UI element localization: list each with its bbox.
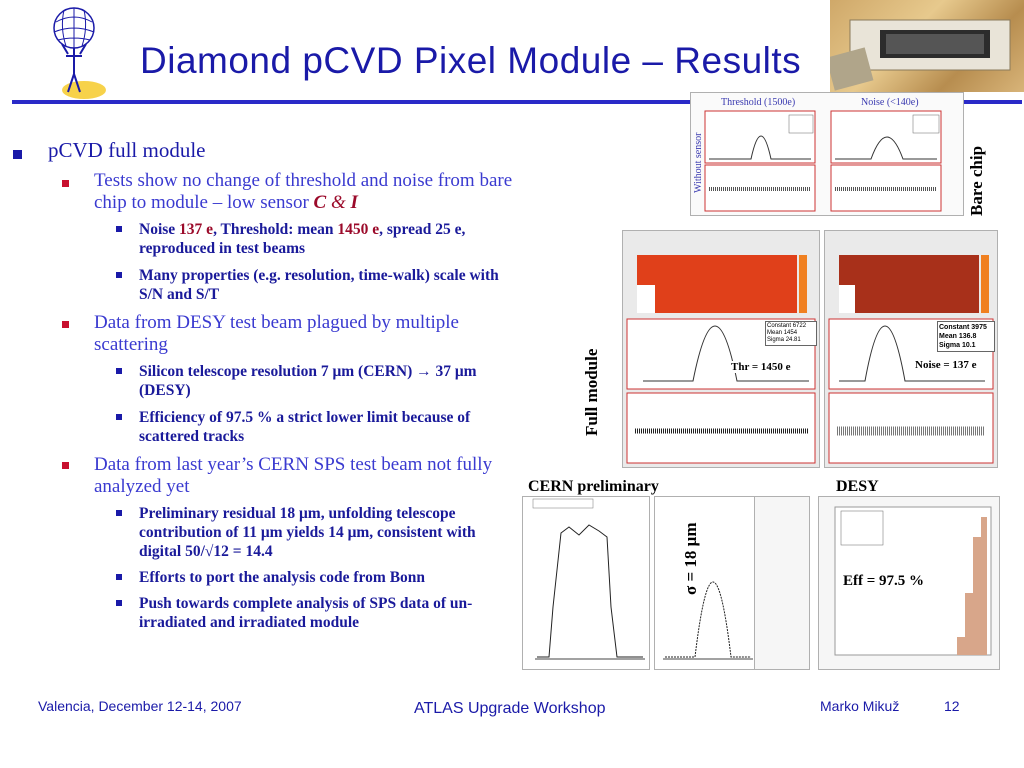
bullet-1-3-3: Push towards complete analysis of SPS da… bbox=[139, 595, 473, 631]
bare-threshold-title: Threshold (1500e) bbox=[721, 97, 796, 108]
bullet-marker bbox=[116, 272, 122, 278]
sigma-label: σ = 18 μm bbox=[681, 522, 700, 595]
bullet-marker bbox=[62, 321, 69, 328]
title-underline bbox=[12, 100, 1022, 104]
bullet-1-3-2: Efforts to port the analysis code from B… bbox=[139, 569, 426, 586]
bullet-1-1: Tests show no change of threshold and no… bbox=[94, 170, 513, 213]
desy-efficiency-plot: Eff = 97.5 % bbox=[818, 496, 1000, 670]
thr-label: Thr = 1450 e bbox=[729, 361, 793, 373]
bullet-1: pCVD full module bbox=[48, 138, 206, 162]
footer-workshop: ATLAS Upgrade Workshop bbox=[414, 700, 606, 717]
bullet-1-3: Data from last year’s CERN SPS test beam… bbox=[94, 454, 493, 497]
desy-label: DESY bbox=[836, 478, 879, 495]
bullet-marker bbox=[116, 510, 122, 516]
bullet-marker bbox=[116, 600, 122, 606]
noise-label: Noise = 137 e bbox=[913, 359, 979, 371]
eff-label: Eff = 97.5 % bbox=[843, 573, 925, 590]
bullet-1-2: Data from DESY test beam plagued by mult… bbox=[94, 312, 459, 355]
page-number: 12 bbox=[944, 698, 960, 714]
bare-chip-label: Bare chip bbox=[967, 145, 986, 216]
bullet-marker bbox=[116, 226, 122, 232]
footer-author: Marko Mikuž bbox=[820, 698, 900, 714]
bullet-1-2-1: Silicon telescope resolution 7 μm (CERN)… bbox=[139, 363, 477, 399]
bullet-marker bbox=[62, 180, 69, 187]
cern-stats-panel bbox=[754, 496, 810, 670]
module-photo bbox=[830, 0, 1024, 92]
bare-chip-plots bbox=[704, 110, 942, 212]
thr-stats-box: Constant 6722 Mean 1454 Sigma 24.81 bbox=[765, 321, 817, 346]
bullet-1-1-1: Noise 137 e, Threshold: mean 1450 e, spr… bbox=[139, 221, 466, 257]
bare-chip-panel: Threshold (1500e) Noise (<140e) Without … bbox=[690, 92, 964, 216]
bullet-marker bbox=[13, 150, 22, 159]
noise-stats-box: Constant 3975 Mean 136.8 Sigma 10.1 bbox=[937, 321, 995, 352]
bullet-1-1-2: Many properties (e.g. resolution, time-w… bbox=[139, 267, 499, 303]
cern-preliminary-label: CERN preliminary bbox=[528, 478, 659, 495]
noise-map-panel: Constant 3975 Mean 136.8 Sigma 10.1 Nois… bbox=[824, 230, 998, 468]
cern-residual-x-plot bbox=[522, 496, 650, 670]
bullet-marker bbox=[116, 574, 122, 580]
cern-residual-y-plot: σ = 18 μm bbox=[654, 496, 756, 670]
bullet-marker bbox=[116, 368, 122, 374]
full-module-label: Full module bbox=[582, 348, 601, 436]
page-title: Diamond pCVD Pixel Module – Results bbox=[140, 40, 802, 81]
bare-noise-title: Noise (<140e) bbox=[861, 97, 919, 108]
bullet-1-2-2: Efficiency of 97.5 % a strict lower limi… bbox=[139, 409, 471, 445]
threshold-map-panel: Constant 6722 Mean 1454 Sigma 24.81 Thr … bbox=[622, 230, 820, 468]
footer-venue: Valencia, December 12-14, 2007 bbox=[38, 698, 242, 714]
bullet-1-3-1: Preliminary residual 18 μm, unfolding te… bbox=[139, 505, 476, 560]
bullet-marker bbox=[116, 414, 122, 420]
atlas-logo bbox=[44, 4, 108, 100]
bullet-marker bbox=[62, 462, 69, 469]
